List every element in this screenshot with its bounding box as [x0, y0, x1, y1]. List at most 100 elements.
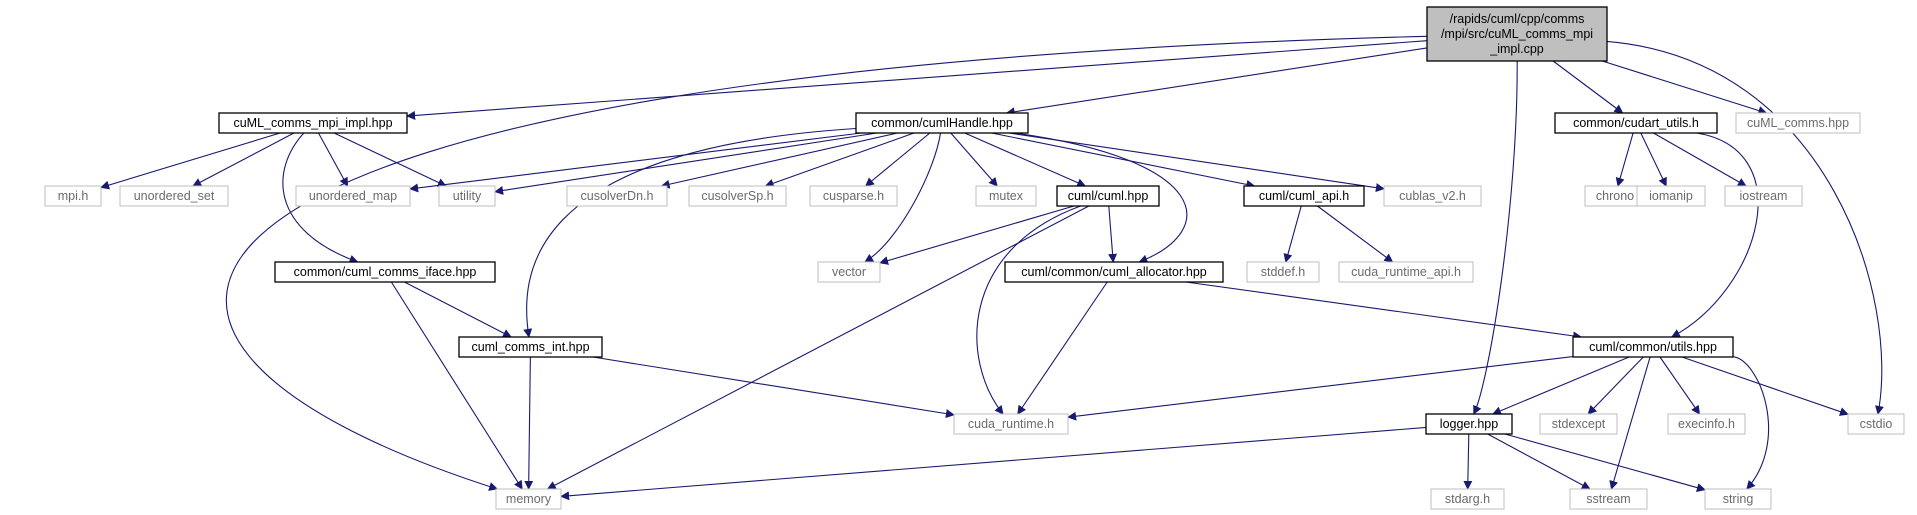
- node-utils_hpp[interactable]: cuml/common/utils.hpp: [1572, 336, 1734, 358]
- edge-utils_hpp-to-execinfo: [1659, 356, 1701, 415]
- node-box-cuda_runtime_api: [1338, 261, 1474, 283]
- node-root[interactable]: /rapids/cuml/cpp/comms/mpi/src/cuML_comm…: [1426, 6, 1608, 62]
- node-box-mpi_h: [44, 185, 102, 207]
- edge-utils_hpp-to-string: [1732, 356, 1770, 490]
- node-cudart_utils[interactable]: common/cudart_utils.h: [1554, 112, 1718, 134]
- node-unordered_set: unordered_set: [119, 185, 229, 207]
- node-label-mpi_impl_hpp: cuML_comms_mpi_impl.hpp: [233, 116, 392, 130]
- node-box-vector: [817, 261, 881, 283]
- node-vector: vector: [817, 261, 881, 283]
- edge-utils_hpp-to-cstdio: [1681, 356, 1849, 416]
- edge-logger-to-memory: [560, 426, 1427, 501]
- node-memory: memory: [495, 488, 562, 510]
- edge-comms_int-to-cuda_runtime: [592, 356, 955, 419]
- node-box-execinfo: [1667, 413, 1746, 435]
- edge-mpi_impl_hpp-to-unordered_set: [192, 132, 295, 187]
- edge-cuml_api-to-cuda_runtime_api: [1317, 205, 1394, 263]
- node-box-stdexcept: [1539, 413, 1618, 435]
- edge-cudart_utils-to-chrono: [1615, 132, 1634, 187]
- node-mutex: mutex: [975, 185, 1037, 207]
- edge-cudart_utils-to-iostream: [1653, 132, 1747, 187]
- edge-cuml_api-to-stddef: [1283, 205, 1302, 263]
- node-label-stddef: stddef.h: [1261, 265, 1306, 279]
- node-box-cstdio: [1847, 413, 1905, 435]
- node-mpi_impl_hpp[interactable]: cuML_comms_mpi_impl.hpp: [218, 112, 408, 134]
- node-box-cumlHandle: [855, 112, 1029, 134]
- node-box-string: [1704, 488, 1772, 510]
- node-comms_int[interactable]: cuml_comms_int.hpp: [458, 336, 603, 358]
- edge-cumlHandle-to-cusparse: [864, 132, 931, 187]
- edge-cumlHandle-to-cusolverSp: [764, 132, 915, 188]
- node-cusparse: cusparse.h: [809, 185, 898, 207]
- node-box-sstream: [1569, 488, 1648, 510]
- edge-root-to-cudart_utils: [1552, 60, 1624, 114]
- node-label-root-line-0: /rapids/cuml/cpp/comms: [1450, 12, 1585, 26]
- node-label-comms_iface: common/cuml_comms_iface.hpp: [294, 265, 477, 279]
- edge-cumlHandle-to-cuml_allocator: [1014, 132, 1188, 264]
- node-label-cusolverSp: cusolverSp.h: [701, 189, 773, 203]
- node-label-execinfo: execinfo.h: [1678, 417, 1735, 431]
- node-cumlHandle[interactable]: common/cumlHandle.hpp: [855, 112, 1029, 134]
- node-cuml_allocator[interactable]: cuml/common/cuml_allocator.hpp: [1004, 261, 1224, 283]
- node-string: string: [1704, 488, 1772, 510]
- edge-cuml_hpp-to-cuda_runtime: [976, 205, 1081, 415]
- node-cuml_api[interactable]: cuml/cuml_api.h: [1243, 185, 1365, 207]
- node-label-cuml_allocator: cuml/common/cuml_allocator.hpp: [1021, 265, 1207, 279]
- node-utility: utility: [438, 185, 496, 207]
- edge-root-to-logger: [1473, 60, 1518, 415]
- edge-cumlHandle-to-vector: [864, 132, 942, 263]
- node-box-unordered_set: [119, 185, 229, 207]
- node-execinfo: execinfo.h: [1667, 413, 1746, 435]
- node-box-cudart_utils: [1554, 112, 1718, 134]
- node-cublas: cublas_v2.h: [1383, 185, 1482, 207]
- node-stdarg: stdarg.h: [1430, 488, 1505, 510]
- node-comms_iface[interactable]: common/cuml_comms_iface.hpp: [274, 261, 496, 283]
- node-label-logger: logger.hpp: [1440, 417, 1498, 431]
- node-label-iomanip: iomanip: [1649, 189, 1693, 203]
- node-label-cumlHandle: common/cumlHandle.hpp: [871, 116, 1013, 130]
- edge-comms_int-to-memory: [524, 356, 534, 490]
- node-box-stddef: [1246, 261, 1320, 283]
- edge-utils_hpp-to-cuda_runtime: [1067, 356, 1574, 421]
- node-cstdio: cstdio: [1847, 413, 1905, 435]
- edge-cumlHandle-to-unordered_map: [409, 132, 862, 193]
- node-box-cusparse: [809, 185, 898, 207]
- node-box-comms_int: [458, 336, 603, 358]
- node-cuda_runtime_api: cuda_runtime_api.h: [1338, 261, 1474, 283]
- node-unordered_map: unordered_map: [295, 185, 411, 207]
- edge-utils_hpp-to-stdexcept: [1587, 356, 1644, 415]
- node-box-cuML_comms: [1735, 112, 1861, 134]
- node-box-utils_hpp: [1572, 336, 1734, 358]
- node-iostream: iostream: [1724, 185, 1803, 207]
- edge-logger-to-string: [1504, 433, 1706, 492]
- node-label-chrono: chrono: [1596, 189, 1634, 203]
- node-label-cuML_comms: cuML_comms.hpp: [1747, 116, 1849, 130]
- edge-cumlHandle-to-cusolverDn: [660, 132, 898, 189]
- edge-layer: [100, 35, 1884, 501]
- edge-cudart_utils-to-iomanip: [1640, 132, 1667, 187]
- node-stdexcept: stdexcept: [1539, 413, 1618, 435]
- edge-root-to-memory: [225, 35, 1428, 491]
- node-layer: /rapids/cuml/cpp/comms/mpi/src/cuML_comm…: [44, 6, 1905, 510]
- node-box-stdarg: [1430, 488, 1505, 510]
- node-cuda_runtime: cuda_runtime.h: [953, 413, 1069, 435]
- node-box-mpi_impl_hpp: [218, 112, 408, 134]
- node-label-root-line-1: /mpi/src/cuML_comms_mpi: [1441, 27, 1593, 41]
- edge-utils_hpp-to-sstream: [1609, 356, 1651, 490]
- node-label-sstream: sstream: [1586, 492, 1630, 506]
- node-label-cusolverDn: cusolverDn.h: [581, 189, 654, 203]
- edge-cuml_hpp-to-cuml_allocator: [1108, 205, 1118, 263]
- edge-cumlHandle-to-mutex: [950, 132, 998, 187]
- node-logger[interactable]: logger.hpp: [1425, 413, 1513, 435]
- node-cuml_hpp[interactable]: cuml/cuml.hpp: [1056, 185, 1160, 207]
- edge-mpi_impl_hpp-to-unordered_map: [317, 132, 349, 187]
- node-label-cublas: cublas_v2.h: [1399, 189, 1466, 203]
- node-label-cudart_utils: common/cudart_utils.h: [1573, 116, 1699, 130]
- node-label-cstdio: cstdio: [1860, 417, 1893, 431]
- node-mpi_h: mpi.h: [44, 185, 102, 207]
- node-box-cuml_allocator: [1004, 261, 1224, 283]
- edge-mpi_impl_hpp-to-comms_iface: [282, 132, 359, 264]
- edge-root-to-cuML_comms: [1602, 60, 1768, 115]
- node-label-comms_int: cuml_comms_int.hpp: [471, 340, 589, 354]
